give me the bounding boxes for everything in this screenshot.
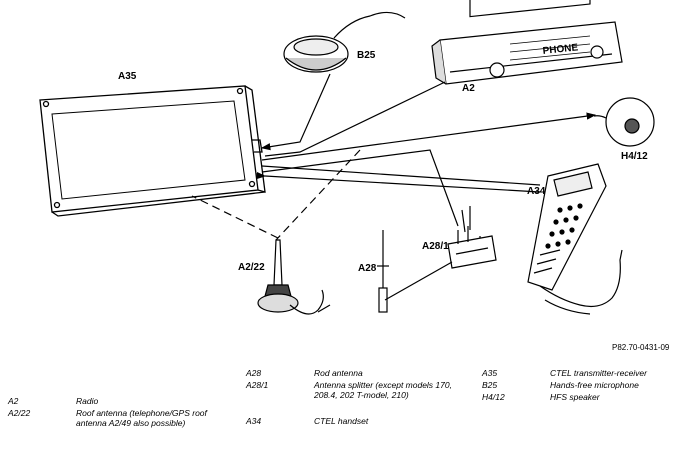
a35-transceiver xyxy=(39,85,266,217)
legend-code: A28 xyxy=(246,368,262,378)
legend-desc: Hands-free microphone xyxy=(550,380,639,390)
label-a2: A2 xyxy=(462,83,475,94)
a281-antenna-splitter xyxy=(447,206,497,269)
legend-code: A34 xyxy=(246,416,262,426)
legend-desc: Antenna splitter (except models 170, 208… xyxy=(314,380,452,400)
b25-microphone xyxy=(283,11,406,73)
connection-lines xyxy=(191,73,597,301)
a222-roof-antenna xyxy=(257,239,331,315)
legend-code: A28/1 xyxy=(246,380,269,390)
legend-desc: CTEL handset xyxy=(314,416,369,426)
figure-id: P82.70-0431-09 xyxy=(612,343,670,352)
a2-radio xyxy=(431,0,623,85)
h412-speaker xyxy=(593,97,655,147)
legend-code: B25 xyxy=(482,380,498,390)
label-a281: A28/1 xyxy=(422,241,449,252)
a28-rod-antenna xyxy=(377,230,389,313)
legend-code: A35 xyxy=(482,368,498,378)
legend-desc: HFS speaker xyxy=(550,392,600,402)
label-b25: B25 xyxy=(357,50,376,61)
legend-desc: Rod antenna xyxy=(314,368,363,378)
a34-handset xyxy=(527,163,623,315)
legend-desc: CTEL transmitter-receiver xyxy=(550,368,647,378)
legend-desc: Roof antenna (telephone/GPS roof antenna… xyxy=(76,408,207,428)
radio-phone-text: PHONE xyxy=(542,42,579,57)
label-a34: A34 xyxy=(527,186,546,197)
legend-desc: Radio xyxy=(76,396,99,406)
label-h412: H4/12 xyxy=(621,151,648,162)
label-a28: A28 xyxy=(358,263,377,274)
legend-code: A2 xyxy=(8,396,19,406)
wiring-diagram: PHONE xyxy=(39,0,655,315)
label-a35: A35 xyxy=(118,71,137,82)
legend-code: H4/12 xyxy=(482,392,505,402)
label-a222: A2/22 xyxy=(238,262,265,273)
legend-code: A2/22 xyxy=(8,408,31,418)
